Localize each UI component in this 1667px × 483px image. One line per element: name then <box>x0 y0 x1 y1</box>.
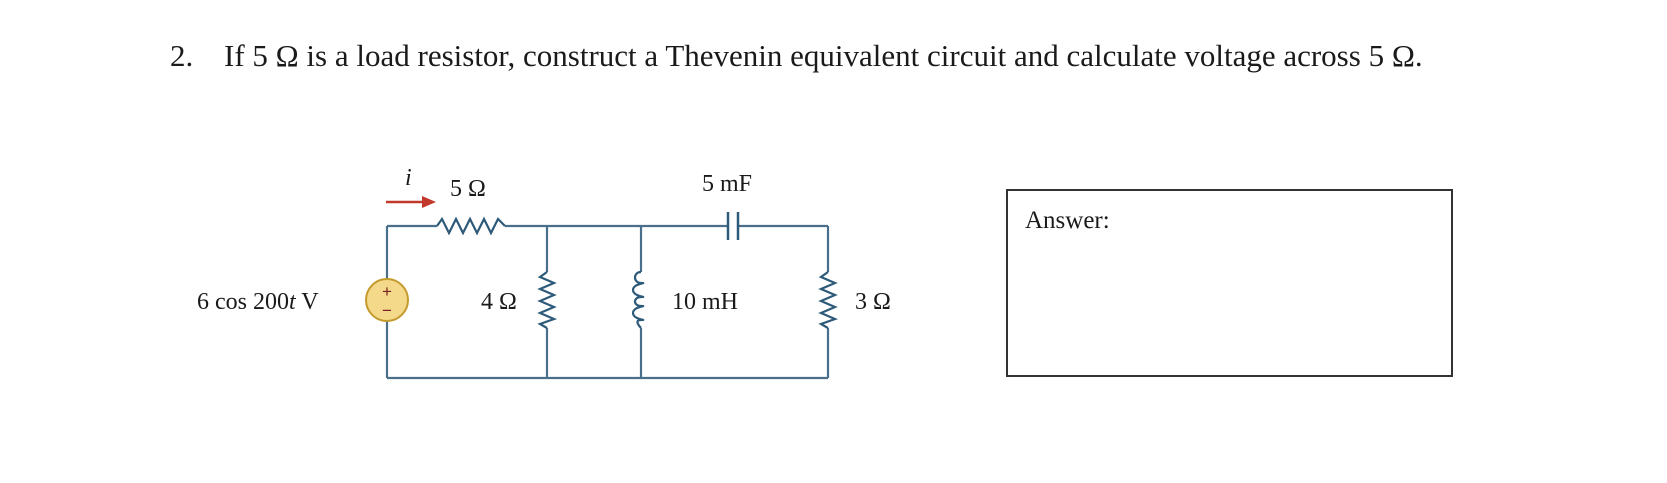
voltage-source-circle <box>365 278 409 322</box>
source-label-unit: V <box>296 289 320 315</box>
resistor-3-symbol <box>818 271 839 329</box>
circuit-wires <box>385 224 830 380</box>
source-label-variable: t <box>289 289 297 315</box>
inductor-symbol <box>631 270 645 329</box>
answer-box[interactable]: Answer: <box>1006 189 1453 377</box>
current-arrow <box>386 196 436 208</box>
resistor-4-symbol <box>537 271 558 329</box>
answer-label: Answer: <box>1025 207 1110 234</box>
source-label: 6 cos 200t V <box>197 289 319 315</box>
circuit-diagram: + − i 5 Ω 5 mF 4 Ω 10 mH 3 Ω 6 cos 200t … <box>197 165 891 380</box>
question-number: 2. <box>170 38 194 73</box>
resistor-4-label: 4 Ω <box>481 289 517 315</box>
question-text: If 5 Ω is a load resistor, construct a T… <box>224 38 1423 73</box>
series-resistor-symbol <box>436 216 506 236</box>
capacitor-label: 5 mF <box>702 171 752 197</box>
inductor-label: 10 mH <box>672 289 738 315</box>
series-resistor-label: 5 Ω <box>450 176 486 202</box>
voltage-source: + − <box>365 278 409 322</box>
source-minus-sign: − <box>382 301 392 320</box>
capacitor-symbol <box>726 212 740 240</box>
resistor-3-label: 3 Ω <box>855 289 891 315</box>
source-label-prefix: 6 cos 200 <box>197 289 289 315</box>
source-plus-sign: + <box>382 282 392 301</box>
question: 2. If 5 Ω is a load resistor, construct … <box>170 32 1470 80</box>
current-label: i <box>405 165 412 191</box>
